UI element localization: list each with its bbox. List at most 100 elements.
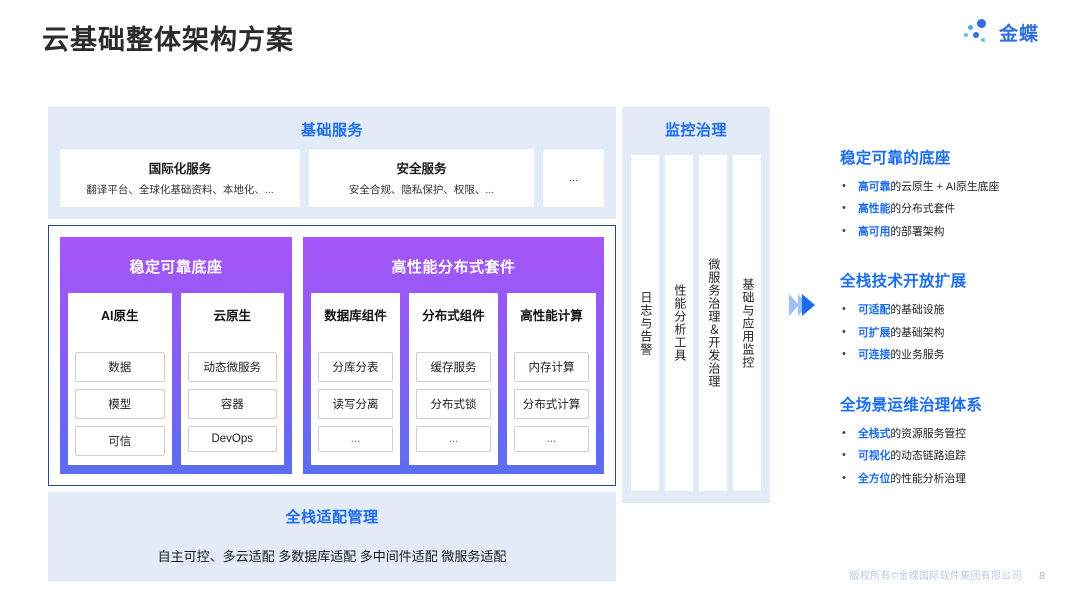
double-chevron-right-icon <box>789 291 823 319</box>
benefit-bullet-rest: 的部署架构 <box>890 225 945 238</box>
monitor-column-logs[interactable]: 日志与告警 <box>631 155 659 491</box>
benefit-bullet: 高可用的部署架构 <box>840 225 1040 239</box>
benefit-bullet-rest: 的业务服务 <box>890 349 945 362</box>
benefit-title: 全栈技术开放扩展 <box>840 273 967 291</box>
benefit-block-stable-foundation: 稳定可靠的底座 高可靠的云原生 + AI原生底座 高性能的分布式套件 高可用的部… <box>840 146 1040 239</box>
column-item[interactable]: ... <box>318 426 393 452</box>
column-item[interactable]: ... <box>514 426 589 452</box>
monitor-governance-panel: 监控治理 日志与告警 性能分析工具 微服务治理＆开发治理 基础与应用监控 <box>622 107 770 503</box>
adaptation-heading: 全栈适配管理 <box>285 509 379 526</box>
service-card-subtitle: ... <box>568 171 579 184</box>
column-item[interactable]: 分布式计算 <box>514 389 589 419</box>
column-title: 分布式组件 <box>422 309 485 323</box>
page-title: 云基础整体架构方案 <box>42 25 294 55</box>
core-platform-container: 稳定可靠底座 AI原生 数据 模型 可信 云原生 动态微服务 容器 DevOps <box>48 225 616 486</box>
column-item[interactable]: 分库分表 <box>318 352 393 382</box>
benefit-bullet: 全方位的性能分析治理 <box>840 472 1040 486</box>
base-services-heading: 基础服务 <box>300 122 363 139</box>
benefit-bullet-rest: 的基础架构 <box>890 326 945 339</box>
benefit-bullet-rest: 的分布式套件 <box>890 203 956 216</box>
column-title: 高性能计算 <box>520 309 583 323</box>
page-number: 8 <box>1039 570 1045 582</box>
benefit-bullet: 可视化的动态链路追踪 <box>840 449 1040 463</box>
column-title: 云原生 <box>213 309 251 323</box>
column-distributed-components[interactable]: 分布式组件 缓存服务 分布式锁 ... <box>409 293 498 465</box>
benefit-bullet-highlight: 可扩展 <box>858 326 891 339</box>
high-performance-suite-box: 高性能分布式套件 数据库组件 分库分表 读写分离 ... 分布式组件 缓存服务 … <box>303 237 604 474</box>
stable-foundation-title: 稳定可靠底座 <box>129 259 223 276</box>
column-item[interactable]: 可信 <box>75 426 165 456</box>
benefit-bullets: 可适配的基础设施 可扩展的基础架构 可连接的业务服务 <box>840 303 1040 362</box>
column-item[interactable]: 数据 <box>75 352 165 382</box>
monitor-column-label: 性能分析工具 <box>672 284 687 362</box>
monitor-columns: 日志与告警 性能分析工具 微服务治理＆开发治理 基础与应用监控 <box>631 155 761 491</box>
service-card-more[interactable]: ... <box>543 149 604 207</box>
base-services-panel: 基础服务 国际化服务 翻译平台、全球化基础资料、本地化、... 安全服务 安全合… <box>48 107 616 219</box>
benefit-bullet-highlight: 可视化 <box>858 450 891 463</box>
column-title: 数据库组件 <box>324 309 387 323</box>
monitor-column-microservice-governance[interactable]: 微服务治理＆开发治理 <box>699 155 727 491</box>
benefit-bullet-highlight: 高可靠 <box>858 181 891 193</box>
service-card-title: 国际化服务 <box>148 162 212 176</box>
stable-foundation-box: 稳定可靠底座 AI原生 数据 模型 可信 云原生 动态微服务 容器 DevOps <box>60 237 292 474</box>
footer-copyright: 版权所有©金蝶国际软件集团有限公司 <box>849 571 1022 582</box>
benefit-bullet-highlight: 全方位 <box>858 472 891 485</box>
benefit-bullet-highlight: 可连接 <box>858 349 891 362</box>
benefit-bullet: 可适配的基础设施 <box>840 303 1040 317</box>
column-item[interactable]: 容器 <box>187 389 277 419</box>
service-card-title: 安全服务 <box>396 162 447 176</box>
column-item[interactable]: ... <box>416 426 491 452</box>
benefit-bullet-highlight: 全栈式 <box>858 427 891 440</box>
column-item[interactable]: 缓存服务 <box>416 352 491 382</box>
monitor-column-label: 日志与告警 <box>638 290 653 356</box>
benefit-bullet-rest: 的动态链路追踪 <box>890 450 966 463</box>
benefit-block-ops-governance: 全场景运维治理体系 全栈式的资源服务管控 可视化的动态链路追踪 全方位的性能分析… <box>840 393 1040 486</box>
architecture-column: 基础服务 国际化服务 翻译平台、全球化基础资料、本地化、... 安全服务 安全合… <box>48 107 616 581</box>
service-card-security[interactable]: 安全服务 安全合规、隐私保护、权限、... <box>309 149 534 207</box>
monitor-column-performance-tools[interactable]: 性能分析工具 <box>665 155 693 491</box>
benefit-bullet: 可扩展的基础架构 <box>840 326 1040 340</box>
benefit-bullet-rest: 的云原生 + AI原生底座 <box>890 181 1000 193</box>
benefit-bullet-rest: 的基础设施 <box>890 304 945 317</box>
service-card-subtitle: 翻译平台、全球化基础资料、本地化、... <box>86 184 274 196</box>
benefit-bullet: 高性能的分布式套件 <box>840 202 1040 216</box>
column-title: AI原生 <box>100 309 139 323</box>
benefit-bullets: 全栈式的资源服务管控 可视化的动态链路追踪 全方位的性能分析治理 <box>840 427 1040 486</box>
service-card-international[interactable]: 国际化服务 翻译平台、全球化基础资料、本地化、... <box>60 149 300 207</box>
service-card-subtitle: 安全合规、隐私保护、权限、... <box>348 184 495 196</box>
monitor-column-infra-app-monitoring[interactable]: 基础与应用监控 <box>733 155 761 491</box>
base-services-cards: 国际化服务 翻译平台、全球化基础资料、本地化、... 安全服务 安全合规、隐私保… <box>60 149 604 207</box>
monitor-column-label: 基础与应用监控 <box>740 277 755 369</box>
adaptation-line: 自主可控、多云适配 多数据库适配 多中间件适配 微服务适配 <box>157 549 507 564</box>
column-ai-native[interactable]: AI原生 数据 模型 可信 <box>68 293 172 465</box>
column-item[interactable]: 读写分离 <box>318 389 393 419</box>
benefit-bullet: 全栈式的资源服务管控 <box>840 427 1040 441</box>
benefit-bullets: 高可靠的云原生 + AI原生底座 高性能的分布式套件 高可用的部署架构 <box>840 180 1040 239</box>
benefit-bullet: 高可靠的云原生 + AI原生底座 <box>840 180 1040 194</box>
benefit-bullet-highlight: 高性能 <box>858 203 891 216</box>
high-performance-suite-title: 高性能分布式套件 <box>391 259 516 276</box>
benefit-bullet-highlight: 高可用 <box>858 225 891 238</box>
kingdee-dots-logo-icon <box>963 18 994 46</box>
brand-logo: 金蝶 <box>963 18 1039 46</box>
column-cloud-native[interactable]: 云原生 动态微服务 容器 DevOps <box>180 293 284 465</box>
adaptation-panel: 全栈适配管理 自主可控、多云适配 多数据库适配 多中间件适配 微服务适配 <box>48 492 616 581</box>
benefit-title: 全场景运维治理体系 <box>840 396 983 414</box>
monitor-heading: 监控治理 <box>664 122 727 139</box>
benefit-bullet-highlight: 可适配 <box>858 304 891 317</box>
benefit-title: 稳定可靠的底座 <box>840 150 951 167</box>
column-high-performance-computing[interactable]: 高性能计算 内存计算 分布式计算 ... <box>507 293 596 465</box>
column-item[interactable]: 内存计算 <box>514 352 589 382</box>
benefit-block-open-extension: 全栈技术开放扩展 可适配的基础设施 可扩展的基础架构 可连接的业务服务 <box>840 269 1040 362</box>
column-item[interactable]: 分布式锁 <box>416 389 491 419</box>
column-database-components[interactable]: 数据库组件 分库分表 读写分离 ... <box>311 293 400 465</box>
high-performance-suite-columns: 数据库组件 分库分表 读写分离 ... 分布式组件 缓存服务 分布式锁 ... … <box>311 293 596 465</box>
benefit-bullet-rest: 的资源服务管控 <box>890 427 966 440</box>
column-item[interactable]: 动态微服务 <box>187 352 277 382</box>
column-item[interactable]: 模型 <box>75 389 165 419</box>
stable-foundation-columns: AI原生 数据 模型 可信 云原生 动态微服务 容器 DevOps <box>68 293 284 465</box>
monitor-column-label: 微服务治理＆开发治理 <box>706 258 721 388</box>
benefit-bullet-rest: 的性能分析治理 <box>890 472 966 485</box>
column-item[interactable]: DevOps <box>187 426 277 452</box>
